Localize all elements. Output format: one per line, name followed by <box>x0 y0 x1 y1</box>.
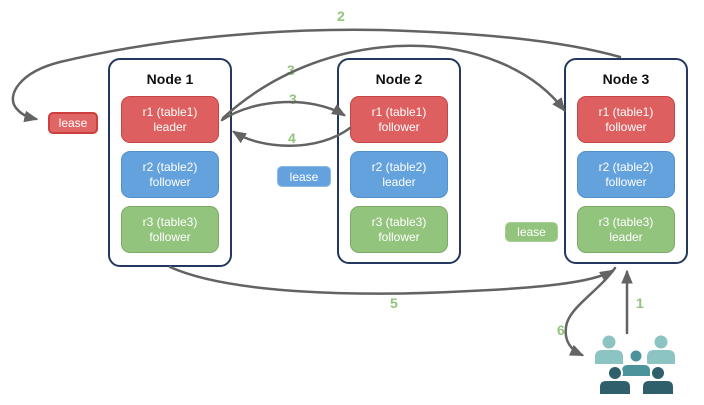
replica-label: r3 (table3) <box>598 214 654 229</box>
step-label-3b: 3 <box>289 91 297 107</box>
replica-label: r1 (table1) <box>142 104 198 119</box>
replica-role: follower <box>378 229 420 244</box>
step-label-3a: 3 <box>287 62 295 78</box>
arrow-step3-leader-to-node2 <box>220 100 347 122</box>
replica-label: r1 (table1) <box>371 104 427 119</box>
node-2-replica-r2: r2 (table2) leader <box>350 151 448 198</box>
node-3-replica-r2: r2 (table2) follower <box>577 151 675 198</box>
node-2-replica-r3: r3 (table3) follower <box>350 206 448 253</box>
arrow-step5-node1-to-node3 <box>168 265 615 295</box>
replica-role: leader <box>382 174 416 189</box>
node-3: Node 3 r1 (table1) follower r2 (table2) … <box>564 58 688 264</box>
replica-role: follower <box>605 119 647 134</box>
replica-role: follower <box>605 174 647 189</box>
node-1: Node 1 r1 (table1) leader r2 (table2) fo… <box>108 58 232 267</box>
lease-badge-table2: lease <box>277 166 331 187</box>
node-2: Node 2 r1 (table1) follower r2 (table2) … <box>337 58 461 264</box>
step-label-1: 1 <box>636 295 644 311</box>
lease-badge-table3: lease <box>505 222 558 242</box>
replica-label: r2 (table2) <box>142 159 198 174</box>
node-3-replica-r1: r1 (table1) follower <box>577 96 675 143</box>
arrow-step2-node3-to-lease1 <box>11 28 622 123</box>
replica-label: r3 (table3) <box>371 214 427 229</box>
replica-role: leader <box>609 229 643 244</box>
step-label-2: 2 <box>337 8 345 24</box>
node-1-replica-r1: r1 (table1) leader <box>121 96 219 143</box>
replica-label: r2 (table2) <box>598 159 654 174</box>
step-label-4: 4 <box>288 130 296 146</box>
replica-role: follower <box>149 174 191 189</box>
node-1-replica-r2: r2 (table2) follower <box>121 151 219 198</box>
replica-label: r3 (table3) <box>142 214 198 229</box>
step-label-5: 5 <box>390 295 398 311</box>
users-icon <box>594 332 686 398</box>
node-2-title: Node 2 <box>375 71 423 87</box>
replica-label: r1 (table1) <box>598 104 654 119</box>
lease-badge-table1: lease <box>48 112 98 134</box>
replica-role: follower <box>149 229 191 244</box>
node-3-replica-r3: r3 (table3) leader <box>577 206 675 253</box>
step-label-6: 6 <box>557 322 565 338</box>
replica-label: r2 (table2) <box>371 159 427 174</box>
replica-role: follower <box>378 119 420 134</box>
node-3-title: Node 3 <box>602 71 650 87</box>
node-1-title: Node 1 <box>146 71 194 87</box>
node-2-replica-r1: r1 (table1) follower <box>350 96 448 143</box>
replica-role: leader <box>153 119 187 134</box>
node-1-replica-r3: r3 (table3) follower <box>121 206 219 253</box>
